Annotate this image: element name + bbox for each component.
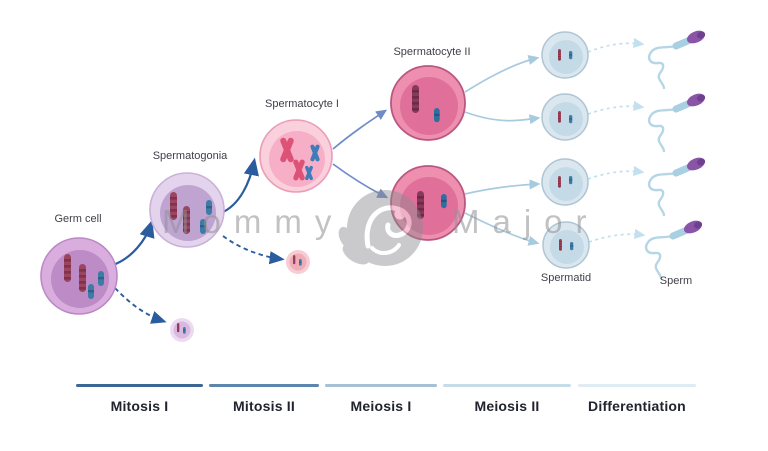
stage-label: Meiosis I xyxy=(350,398,412,414)
stage-line xyxy=(76,384,203,387)
stage-mitosis-1: Mitosis I xyxy=(76,384,203,414)
meiosis2-arrow-4 xyxy=(464,212,540,246)
stage-line xyxy=(578,384,696,387)
chromosome-blue xyxy=(570,242,574,251)
spermatogonia-cell xyxy=(149,172,225,248)
stage-label: Mitosis I xyxy=(110,398,169,414)
sperm-label: Sperm xyxy=(659,275,693,287)
sperm-cell-3 xyxy=(647,157,706,217)
chromosome-red xyxy=(177,323,180,333)
chromosome-blue xyxy=(299,259,302,266)
germ-cell-label: Germ cell xyxy=(54,213,102,225)
spermatocyte-1-cell xyxy=(259,119,333,193)
chromosome-red xyxy=(293,255,296,265)
sperm-tail xyxy=(644,233,679,280)
chromosome-red xyxy=(558,176,561,188)
sperm-tail xyxy=(647,43,682,90)
chromosome-blue xyxy=(434,108,440,123)
germ-cell xyxy=(40,237,118,315)
meiosis1-arrow-top xyxy=(332,109,388,150)
spermatocyte-2-top-cell xyxy=(390,65,466,141)
chromosome-red xyxy=(412,85,419,113)
sperm-cells xyxy=(644,30,706,280)
chromosome-blue xyxy=(569,176,573,185)
sperm-tail xyxy=(647,170,682,217)
chromosome-red xyxy=(79,264,86,292)
spermatid-cell-2 xyxy=(541,93,589,141)
chromosome-red xyxy=(558,111,561,123)
stage-label: Meiosis II xyxy=(474,398,540,414)
spermatocyte-1-label: Spermatocyte I xyxy=(265,98,339,110)
watermark-text-left: Mommy xyxy=(162,203,345,240)
sperm-cell-1 xyxy=(647,30,706,90)
chromosome-red xyxy=(558,49,561,61)
residual-cell-purple xyxy=(170,318,194,342)
stage-label: Mitosis II xyxy=(233,398,295,414)
differentiation-dashed-arrow-2 xyxy=(587,100,645,115)
spermatogonia-label: Spermatogonia xyxy=(152,150,228,162)
sperm-cell-4 xyxy=(644,220,703,280)
residual-cell-pink xyxy=(286,250,310,274)
spermatid-cell-1 xyxy=(541,31,589,79)
meiosis2-arrow-2 xyxy=(464,111,541,125)
sperm-head-tip xyxy=(696,31,706,39)
sperm-head-tip xyxy=(693,221,703,229)
stage-mitosis-2: Mitosis II xyxy=(209,384,319,414)
chromosome-red xyxy=(64,254,71,282)
sperm-cell-2 xyxy=(647,93,706,153)
meiosis2-arrow-3 xyxy=(464,179,541,195)
stage-meiosis-2: Meiosis II xyxy=(443,384,571,414)
chromosome-blue xyxy=(441,194,447,209)
chromosome-blue xyxy=(98,271,104,286)
spermatocyte-2-label: Spermatocyte II xyxy=(393,46,471,58)
spermatogonia-residual-dashed-arrow xyxy=(222,235,285,265)
sperm-head-tip xyxy=(696,158,706,166)
mitosis2-arrow xyxy=(220,157,259,215)
chromosome-blue xyxy=(88,284,94,299)
germ-residual-dashed-arrow xyxy=(114,287,167,324)
differentiation-dashed-arrow-3 xyxy=(587,165,645,180)
chromosome-blue xyxy=(569,115,573,124)
meiosis2-arrow-1 xyxy=(464,55,540,93)
chromosome-blue xyxy=(183,327,186,334)
mitosis1-arrow xyxy=(112,219,155,267)
sperm-head-tip xyxy=(696,94,706,102)
stage-line xyxy=(209,384,319,387)
chromosome-blue xyxy=(569,51,573,60)
watermark-text-right: Major xyxy=(452,203,600,240)
stage-label: Differentiation xyxy=(588,398,686,414)
stage-differentiation: Differentiation xyxy=(578,384,696,414)
stage-line xyxy=(325,384,437,387)
stage-line xyxy=(443,384,571,387)
stage-meiosis-1: Meiosis I xyxy=(325,384,437,414)
spermatocyte-2-bottom-cell xyxy=(390,165,466,241)
spermatid-cell-4 xyxy=(542,221,590,269)
differentiation-dashed-arrow-1 xyxy=(587,37,645,53)
spermatid-cell-3 xyxy=(541,158,589,206)
watermark-logo xyxy=(338,190,423,266)
spermatid-label: Spermatid xyxy=(540,272,592,284)
sperm-tail xyxy=(647,106,682,153)
meiosis1-arrow-bottom xyxy=(332,163,389,199)
